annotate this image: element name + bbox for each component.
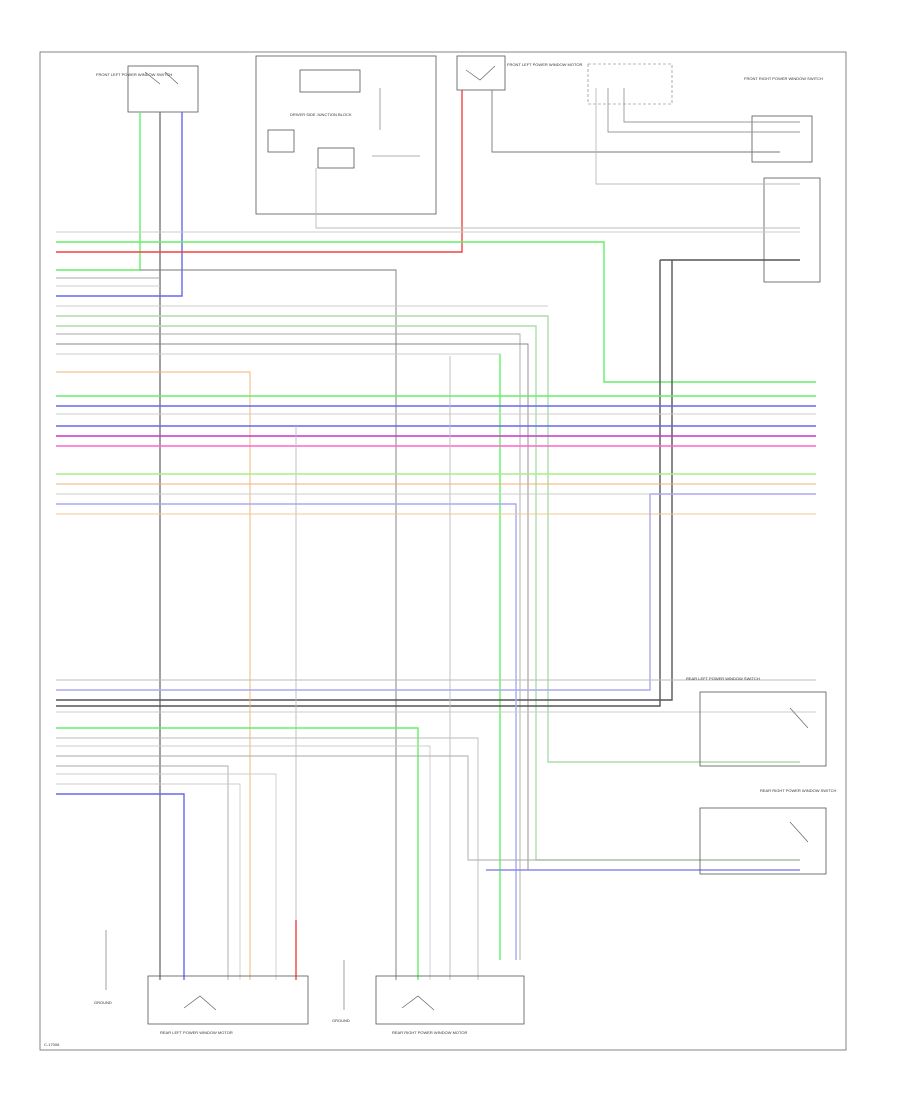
junction-block-label: DRIVER SIDE JUNCTION BLOCK [290, 112, 352, 117]
front-right-window-switch[interactable]: FRONT RIGHT POWER WINDOW SWITCH [587, 63, 823, 283]
rear-left-window-motor[interactable]: REAR LEFT POWER WINDOW MOTOR [147, 975, 309, 1035]
fr-switch-label: FRONT RIGHT POWER WINDOW SWITCH [744, 76, 823, 81]
rl-switch-label: REAR LEFT POWER WINDOW SWITCH [686, 676, 760, 681]
diagram-border [39, 51, 847, 1051]
rear-left-window-switch[interactable]: REAR LEFT POWER WINDOW SWITCH [686, 676, 827, 767]
ground-left: GROUND [94, 930, 112, 1005]
rear-right-window-motor[interactable]: REAR RIGHT POWER WINDOW MOTOR [375, 975, 525, 1035]
front-left-window-motor[interactable]: FRONT LEFT POWER WINDOW MOTOR [456, 55, 582, 91]
ground-right: GROUND [332, 960, 350, 1023]
rl-motor-label: REAR LEFT POWER WINDOW MOTOR [160, 1030, 233, 1035]
ground-left-label: GROUND [94, 1000, 112, 1005]
ground-right-label: GROUND [332, 1018, 350, 1023]
fl-motor-label: FRONT LEFT POWER WINDOW MOTOR [507, 62, 582, 67]
junction-block[interactable]: DRIVER SIDE JUNCTION BLOCK [255, 55, 437, 215]
fl-switch-label: FRONT LEFT POWER WINDOW SWITCH [96, 72, 172, 77]
rr-motor-label: REAR RIGHT POWER WINDOW MOTOR [392, 1030, 468, 1035]
diagram-id: C-17006 [44, 1042, 60, 1047]
rr-switch-label: REAR RIGHT POWER WINDOW SWITCH [760, 788, 836, 793]
front-left-window-switch[interactable]: FRONT LEFT POWER WINDOW SWITCH [96, 65, 199, 113]
rear-right-window-switch[interactable]: REAR RIGHT POWER WINDOW SWITCH [699, 788, 836, 875]
